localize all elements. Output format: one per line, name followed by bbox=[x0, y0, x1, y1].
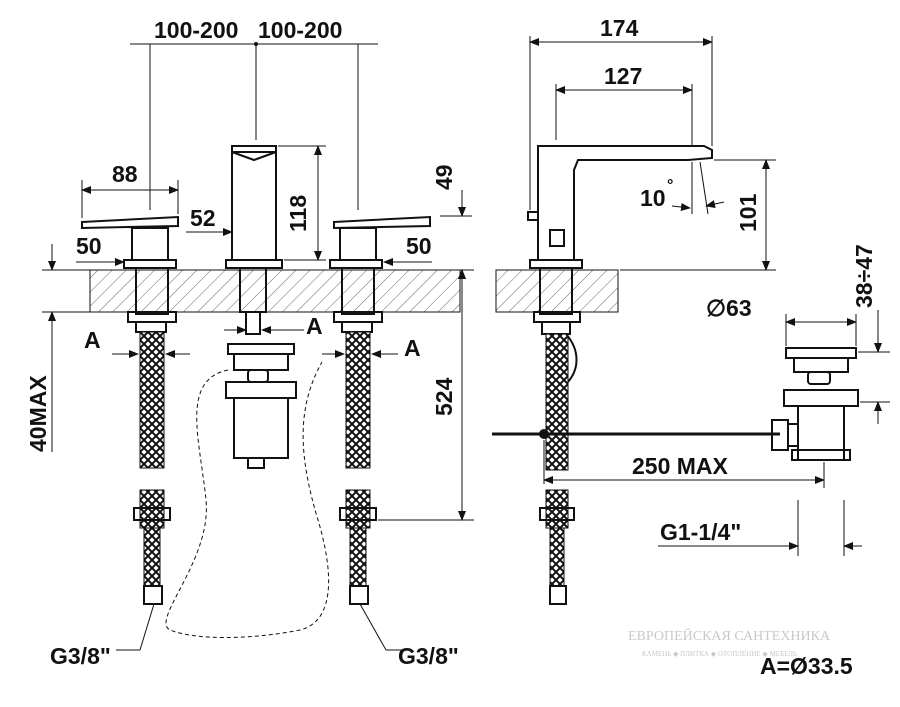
dim-38-47 bbox=[858, 310, 890, 424]
dim-52-label: 52 bbox=[190, 205, 216, 231]
dim-63 bbox=[785, 314, 857, 346]
watermark-line1: ЕВРОПЕЙСКАЯ САНТЕХНИКА bbox=[628, 627, 831, 644]
dim-38-47-label: 38÷47 bbox=[851, 244, 877, 308]
pullrod-cable bbox=[165, 361, 329, 638]
dim-spacing bbox=[130, 42, 378, 210]
dim-spacing-left-label: 100-200 bbox=[154, 17, 238, 43]
dim-524 bbox=[378, 269, 474, 521]
dim-250max bbox=[543, 440, 825, 488]
dim-250max-label: 250 MAX bbox=[632, 453, 729, 479]
dim-spacing-right-label: 100-200 bbox=[258, 17, 342, 43]
dim-174-label: 174 bbox=[600, 15, 639, 41]
dim-10-degree bbox=[671, 161, 725, 215]
dim-127-label: 127 bbox=[604, 63, 642, 89]
section-a-left-label: A bbox=[84, 327, 101, 353]
dim-g114-label: G1-1/4" bbox=[660, 519, 741, 545]
side-mixer-body bbox=[527, 145, 713, 385]
left-handle-valve bbox=[81, 215, 179, 333]
section-a-mid-label: A bbox=[306, 313, 323, 339]
watermark-line2: КАМЕНЬ ◆ ПЛИТКА ◆ ОТОПЛЕНИЕ ◆ МЕБЕЛЬ bbox=[642, 650, 797, 658]
thread-g38-right-label: G3/8" bbox=[398, 643, 459, 669]
center-drain bbox=[225, 343, 297, 469]
dim-88-label: 88 bbox=[112, 161, 138, 187]
countertop-section-left bbox=[89, 269, 461, 313]
dim-10-label: 10 bbox=[640, 185, 666, 211]
thread-g38-left-label: G3/8" bbox=[50, 643, 111, 669]
countertop-section-right bbox=[495, 269, 619, 313]
dim-40max bbox=[42, 244, 90, 452]
section-a-right-label: A bbox=[404, 335, 421, 361]
center-spout bbox=[225, 145, 283, 335]
dim-101-label: 101 bbox=[735, 193, 761, 232]
pullrod bbox=[492, 419, 799, 451]
dim-10-degree-mark: ° bbox=[667, 177, 673, 194]
dim-118 bbox=[278, 145, 326, 261]
dim-50-right-label: 50 bbox=[406, 233, 432, 259]
dim-g114 bbox=[658, 500, 862, 556]
right-hose bbox=[339, 331, 377, 605]
dim-49-label: 49 bbox=[431, 164, 457, 190]
side-hose bbox=[539, 333, 575, 605]
dim-101 bbox=[620, 159, 776, 271]
left-hose bbox=[133, 331, 171, 605]
thread-g38-right-leader bbox=[359, 603, 410, 651]
side-drain bbox=[783, 347, 859, 461]
dim-118-label: 118 bbox=[285, 195, 311, 232]
dim-50-left-label: 50 bbox=[76, 233, 102, 259]
dim-40max-label: 40MAX bbox=[25, 375, 51, 452]
dim-127 bbox=[555, 84, 693, 146]
dim-174 bbox=[529, 36, 713, 210]
section-a-value: A=Ø33.5 bbox=[760, 653, 853, 679]
dim-524-label: 524 bbox=[431, 377, 457, 416]
right-handle-valve bbox=[329, 215, 431, 333]
thread-g38-left-leader bbox=[116, 603, 155, 651]
dim-88 bbox=[81, 180, 179, 218]
dim-63-label: ∅63 bbox=[706, 295, 752, 321]
